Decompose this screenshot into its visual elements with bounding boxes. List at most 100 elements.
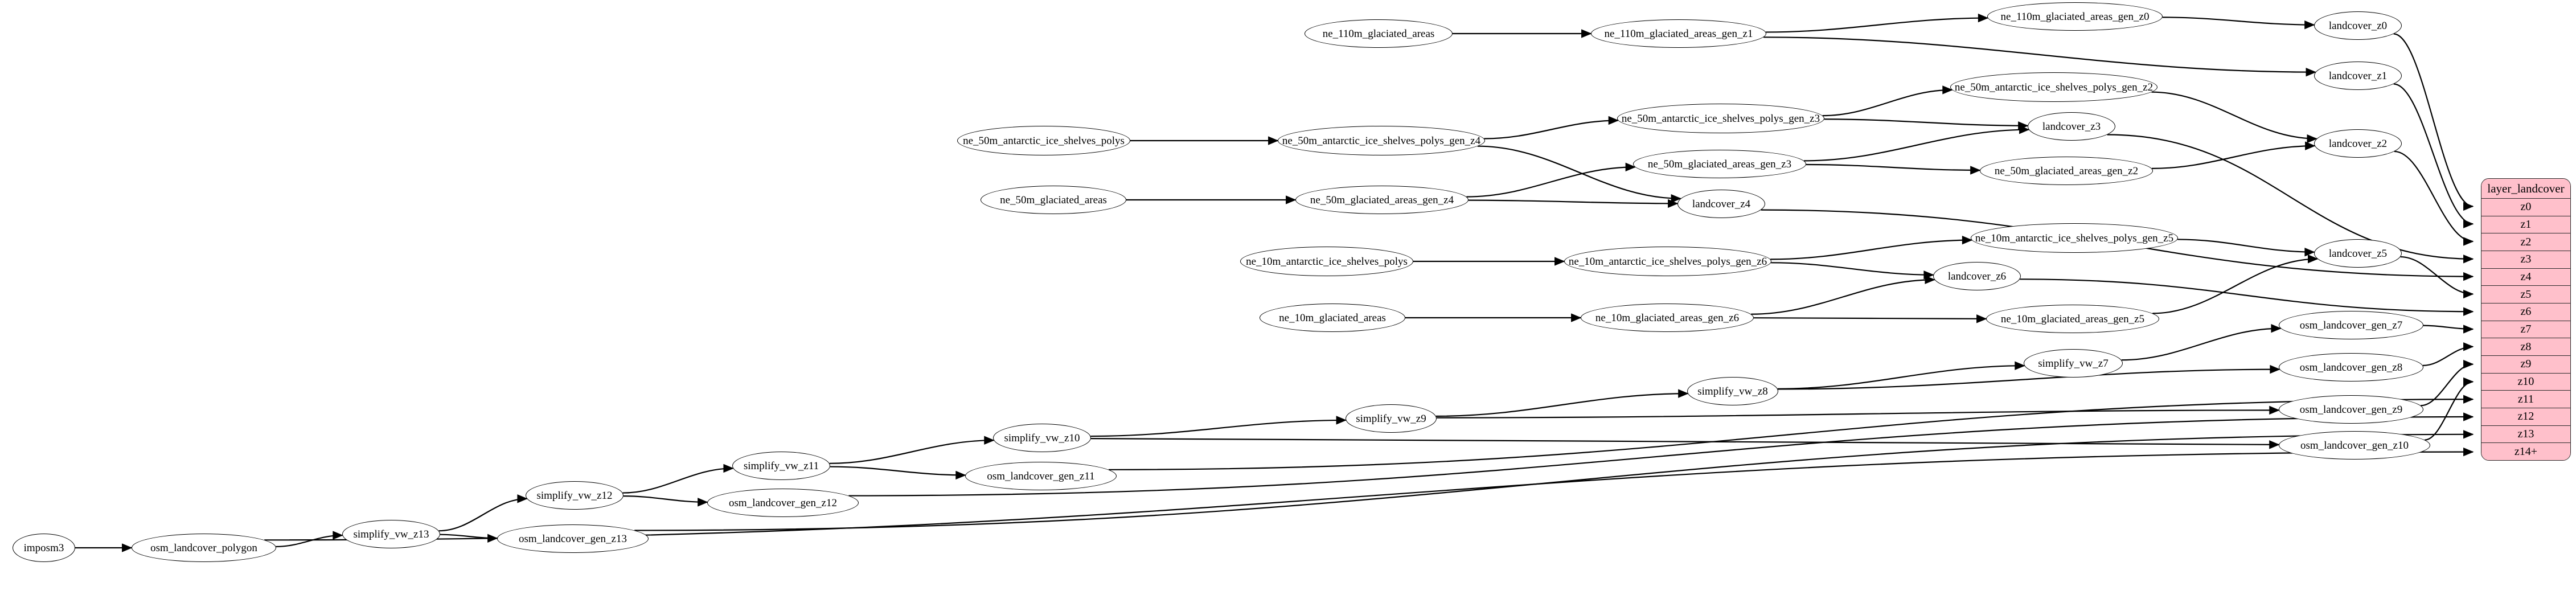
graph-node-ne_50m_antarctic_ice_shelves_polys[interactable]: ne_50m_antarctic_ice_shelves_polys: [957, 126, 1130, 155]
layer-table-row-z3[interactable]: z3: [2481, 251, 2570, 269]
layer-table-row-z9[interactable]: z9: [2481, 356, 2570, 374]
graph-node-ne_110m_glaciated_areas[interactable]: ne_110m_glaciated_areas: [1305, 19, 1453, 48]
graph-node-landcover_z4[interactable]: landcover_z4: [1677, 190, 1765, 218]
graph-node-osm_landcover_gen_z12[interactable]: osm_landcover_gen_z12: [707, 489, 859, 517]
layer-table-row-label: z8: [2520, 340, 2532, 353]
layer-table-row-z8[interactable]: z8: [2481, 338, 2570, 356]
graph-node-label: ne_10m_antarctic_ice_shelves_polys: [1246, 255, 1408, 268]
graph-node-landcover_z6[interactable]: landcover_z6: [1933, 262, 2021, 290]
layer-table-row-label: z2: [2520, 235, 2532, 248]
layer-table-row-z14+[interactable]: z14+: [2481, 443, 2570, 460]
graph-node-osm_landcover_gen_z9[interactable]: osm_landcover_gen_z9: [2279, 395, 2423, 424]
graph-node-label: ne_10m_antarctic_ice_shelves_polys_gen_z…: [1568, 255, 1767, 268]
graph-node-label: simplify_vw_z11: [743, 460, 819, 472]
graph-node-landcover_z3[interactable]: landcover_z3: [2028, 112, 2115, 141]
graph-node-label: simplify_vw_z10: [1004, 432, 1080, 444]
graph-node-osm_landcover_gen_z7[interactable]: osm_landcover_gen_z7: [2279, 311, 2423, 339]
graph-node-osm_landcover_gen_z11[interactable]: osm_landcover_gen_z11: [965, 462, 1117, 490]
layer-table-row-z11[interactable]: z11: [2481, 391, 2570, 409]
layer-table-title: layer_landcover: [2481, 179, 2570, 199]
graph-node-label: landcover_z3: [2042, 120, 2101, 133]
graph-node-simplify_vw_z13[interactable]: simplify_vw_z13: [342, 520, 440, 548]
layer-table-row-z7[interactable]: z7: [2481, 321, 2570, 339]
graph-node-label: simplify_vw_z13: [353, 528, 429, 540]
graph-node-ne_50m_antarctic_ice_shelves_polys_gen_z2[interactable]: ne_50m_antarctic_ice_shelves_polys_gen_z…: [1950, 72, 2157, 102]
graph-node-label: ne_110m_glaciated_areas_gen_z1: [1604, 27, 1753, 40]
graph-node-ne_10m_antarctic_ice_shelves_polys_gen_z6[interactable]: ne_10m_antarctic_ice_shelves_polys_gen_z…: [1564, 247, 1771, 276]
graph-node-label: landcover_z6: [1947, 270, 2007, 282]
graph-node-label: ne_50m_glaciated_areas_gen_z2: [1994, 165, 2139, 177]
graph-node-ne_50m_glaciated_areas_gen_z2[interactable]: ne_50m_glaciated_areas_gen_z2: [1980, 157, 2153, 185]
layer-table-row-label: z11: [2517, 392, 2534, 405]
layer-table-row-z10[interactable]: z10: [2481, 373, 2570, 391]
graph-node-ne_10m_antarctic_ice_shelves_polys_gen_z5[interactable]: ne_10m_antarctic_ice_shelves_polys_gen_z…: [1971, 223, 2178, 253]
graph-node-label: osm_landcover_gen_z13: [519, 532, 627, 545]
layer-table-row-label: z12: [2517, 410, 2534, 423]
layer-table-row-label: z1: [2520, 218, 2532, 231]
graph-node-label: ne_50m_antarctic_ice_shelves_polys_gen_z…: [1954, 81, 2153, 93]
layer-table-row-z6[interactable]: z6: [2481, 304, 2570, 321]
graph-node-label: ne_50m_antarctic_ice_shelves_polys_gen_z…: [1282, 134, 1481, 147]
graph-node-simplify_vw_z9[interactable]: simplify_vw_z9: [1346, 404, 1437, 433]
graph-node-label: osm_landcover_gen_z7: [2299, 319, 2403, 331]
graph-node-label: simplify_vw_z8: [1697, 385, 1768, 397]
graph-node-label: osm_landcover_gen_z12: [729, 497, 837, 509]
graph-node-ne_50m_glaciated_areas_gen_z4[interactable]: ne_50m_glaciated_areas_gen_z4: [1295, 186, 1469, 214]
graph-node-simplify_vw_z11[interactable]: simplify_vw_z11: [732, 452, 830, 480]
graph-node-osm_landcover_gen_z10[interactable]: osm_landcover_gen_z10: [2279, 431, 2430, 460]
graph-node-ne_50m_antarctic_ice_shelves_polys_gen_z3[interactable]: ne_50m_antarctic_ice_shelves_polys_gen_z…: [1617, 104, 1824, 133]
layer-table-row-label: z14+: [2514, 445, 2538, 458]
graph-node-label: osm_landcover_gen_z10: [2300, 439, 2409, 452]
graph-node-landcover_z1[interactable]: landcover_z1: [2314, 61, 2402, 90]
graph-node-simplify_vw_z12[interactable]: simplify_vw_z12: [526, 481, 624, 510]
graph-node-landcover_z0[interactable]: landcover_z0: [2314, 11, 2402, 40]
graph-node-landcover_z2[interactable]: landcover_z2: [2314, 129, 2402, 158]
layer-table-row-z12[interactable]: z12: [2481, 408, 2570, 426]
layer-table-row-label: z5: [2520, 288, 2532, 301]
graph-node-landcover_z5[interactable]: landcover_z5: [2314, 239, 2402, 268]
graph-node-label: ne_110m_glaciated_areas: [1322, 27, 1435, 40]
graph-node-ne_10m_glaciated_areas_gen_z6[interactable]: ne_10m_glaciated_areas_gen_z6: [1581, 304, 1754, 332]
graph-node-ne_50m_antarctic_ice_shelves_polys_gen_z4[interactable]: ne_50m_antarctic_ice_shelves_polys_gen_z…: [1278, 126, 1485, 155]
layer-table-row-label: z9: [2520, 358, 2532, 371]
graph-node-ne_10m_antarctic_ice_shelves_polys[interactable]: ne_10m_antarctic_ice_shelves_polys: [1240, 247, 1413, 276]
graph-node-label: ne_10m_glaciated_areas: [1279, 311, 1386, 324]
graph-node-label: landcover_z1: [2328, 69, 2388, 82]
layer-table-row-z1[interactable]: z1: [2481, 216, 2570, 234]
graph-node-simplify_vw_z10[interactable]: simplify_vw_z10: [993, 424, 1091, 452]
graph-node-label: simplify_vw_z9: [1356, 412, 1426, 425]
layer-table-row-z0[interactable]: z0: [2481, 199, 2570, 216]
layer-table-row-z4[interactable]: z4: [2481, 268, 2570, 286]
layer-table-row-label: z13: [2517, 428, 2534, 441]
graph-node-label: ne_10m_glaciated_areas_gen_z5: [2000, 313, 2145, 325]
graph-node-label: ne_50m_antarctic_ice_shelves_polys: [963, 134, 1125, 147]
graph-node-osm_landcover_polygon[interactable]: osm_landcover_polygon: [132, 534, 276, 562]
graph-node-label: ne_110m_glaciated_areas_gen_z0: [2000, 10, 2150, 23]
layer-table-row-label: z6: [2520, 305, 2532, 318]
graph-node-simplify_vw_z8[interactable]: simplify_vw_z8: [1687, 377, 1778, 405]
graph-node-label: ne_50m_glaciated_areas_gen_z3: [1647, 158, 1792, 170]
graph-node-ne_50m_glaciated_areas_gen_z3[interactable]: ne_50m_glaciated_areas_gen_z3: [1633, 150, 1806, 178]
graph-node-ne_10m_glaciated_areas[interactable]: ne_10m_glaciated_areas: [1260, 304, 1405, 332]
graph-node-osm_landcover_gen_z8[interactable]: osm_landcover_gen_z8: [2279, 353, 2423, 382]
graph-node-ne_110m_glaciated_areas_gen_z1[interactable]: ne_110m_glaciated_areas_gen_z1: [1591, 19, 1766, 48]
graph-node-label: ne_10m_glaciated_areas_gen_z6: [1595, 311, 1740, 324]
graph-node-label: ne_50m_glaciated_areas_gen_z4: [1310, 194, 1454, 206]
graph-node-ne_110m_glaciated_areas_gen_z0[interactable]: ne_110m_glaciated_areas_gen_z0: [1987, 2, 2163, 31]
graph-node-label: osm_landcover_gen_z8: [2299, 361, 2403, 374]
layer-table-row-z13[interactable]: z13: [2481, 425, 2570, 444]
graph-node-imposm3[interactable]: imposm3: [13, 534, 75, 562]
layer-table-row-z5[interactable]: z5: [2481, 286, 2570, 304]
graph-node-ne_50m_glaciated_areas[interactable]: ne_50m_glaciated_areas: [981, 186, 1126, 214]
layer-table-row-z2[interactable]: z2: [2481, 233, 2570, 252]
graph-node-label: ne_10m_antarctic_ice_shelves_polys_gen_z…: [1975, 232, 2174, 244]
graph-node-simplify_vw_z7[interactable]: simplify_vw_z7: [2024, 349, 2123, 378]
layer-table-row-label: z10: [2517, 375, 2534, 388]
graph-node-label: osm_landcover_gen_z9: [2299, 403, 2403, 416]
graph-node-ne_10m_glaciated_areas_gen_z5[interactable]: ne_10m_glaciated_areas_gen_z5: [1986, 305, 2159, 333]
graph-node-label: osm_landcover_gen_z11: [987, 470, 1095, 482]
graph-node-osm_landcover_gen_z13[interactable]: osm_landcover_gen_z13: [497, 524, 649, 553]
layer-table-row-label: z0: [2520, 200, 2532, 214]
layer-table-row-label: z3: [2520, 253, 2532, 266]
